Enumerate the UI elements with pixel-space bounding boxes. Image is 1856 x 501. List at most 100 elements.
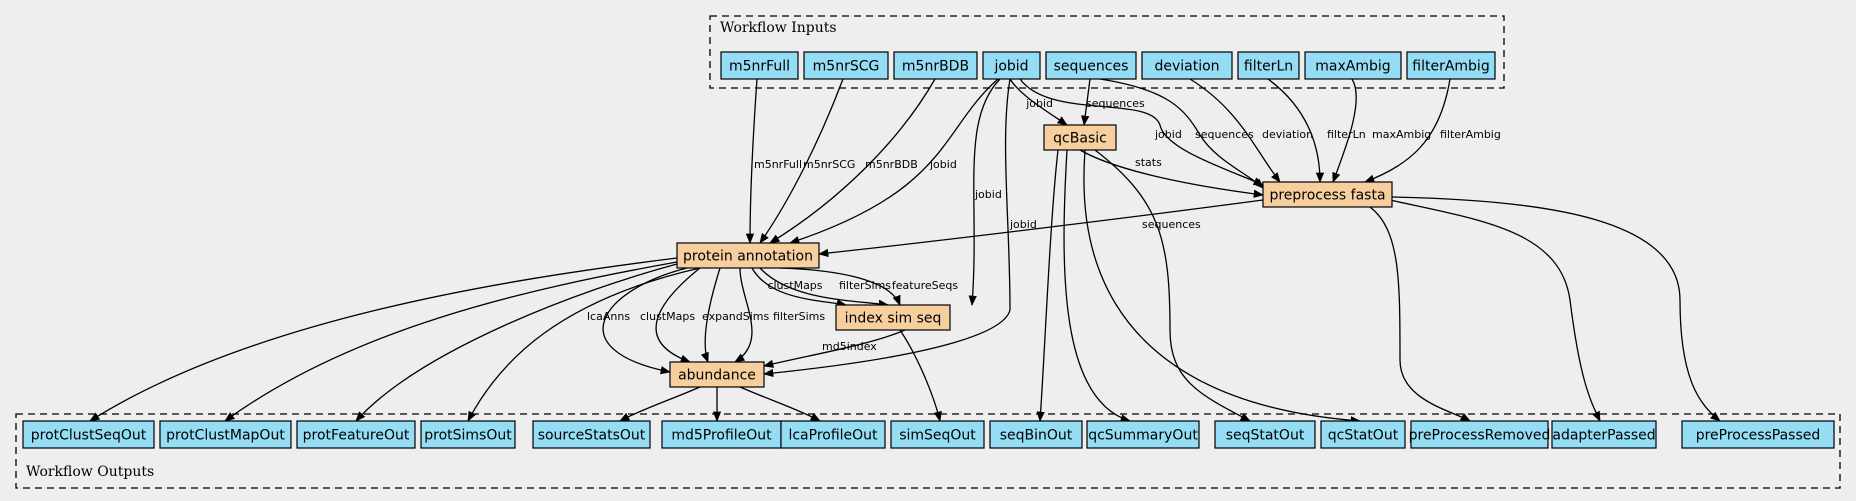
input-m5nr-full[interactable]: m5nrFull	[720, 51, 799, 80]
edge-protein-annotation-to-abundance	[700, 267, 721, 363]
edge-protein-annotation-to-prot-sims-out	[467, 267, 701, 422]
edge-label-stats: stats	[1135, 156, 1162, 169]
input-filter-ln[interactable]: filterLn	[1237, 51, 1300, 80]
output-prot-sims-out-label: protSimsOut	[424, 428, 512, 444]
edge-protein-annotation-to-index-sim-seq	[779, 267, 901, 306]
edge-label-jobid: jobid	[1154, 128, 1182, 141]
edge-protein-annotation-to-index-sim-seq	[759, 267, 890, 308]
abundance-step[interactable]: abundance	[669, 361, 765, 388]
protein-annotation-step-box	[676, 242, 820, 269]
edge-jobid-to-preprocess-fasta	[1019, 78, 1264, 186]
edge-preprocess-fasta-to-pre-process-passed	[1391, 196, 1721, 422]
edge-qc-basic-to-preprocess-fasta	[1079, 149, 1265, 198]
output-qc-summary-out-box	[1086, 420, 1200, 449]
input-jobid-box	[982, 51, 1041, 80]
edge-protein-annotation-to-index-sim-seq	[751, 267, 848, 308]
edge-protein-annotation-to-prot-feature-out	[355, 263, 678, 422]
output-prot-clust-map-out[interactable]: protClustMapOut	[159, 420, 292, 449]
output-prot-feature-out[interactable]: protFeatureOut	[296, 420, 416, 449]
edges-layer	[89, 78, 1721, 425]
input-jobid[interactable]: jobid	[982, 51, 1041, 80]
workflow-outputs-title: Workflow Outputs	[26, 464, 154, 480]
input-sequences[interactable]: sequences	[1045, 51, 1137, 80]
qc-basic-step-box	[1043, 124, 1117, 151]
input-filter-ambig[interactable]: filterAmbig	[1406, 51, 1496, 80]
output-pre-process-passed-box	[1681, 420, 1835, 449]
output-seq-stat-out[interactable]: seqStatOut	[1214, 420, 1316, 449]
output-qc-summary-out[interactable]: qcSummaryOut	[1086, 420, 1200, 449]
edge-label-jobid: jobid	[1009, 218, 1037, 231]
output-prot-clust-map-out-box	[159, 420, 292, 449]
output-md5-profile-out[interactable]: md5ProfileOut	[661, 420, 782, 449]
preprocess-fasta-step-box	[1262, 181, 1393, 208]
output-sim-seq-out-label: simSeqOut	[899, 428, 976, 444]
output-adapter-passed-label: adapterPassed	[1552, 428, 1655, 444]
output-prot-sims-out[interactable]: protSimsOut	[420, 420, 516, 449]
input-sequences-box	[1045, 51, 1137, 80]
edge-label-lca-anns: lcaAnns	[587, 310, 630, 323]
edge-label-filter-sims: filterSims	[839, 279, 891, 292]
edge-abundance-to-source-stats-out	[619, 386, 701, 422]
output-source-stats-out-box	[532, 420, 651, 449]
edge-label-clust-maps: clustMaps	[640, 310, 695, 323]
qc-basic-step[interactable]: qcBasic	[1043, 124, 1117, 151]
input-deviation[interactable]: deviation	[1141, 51, 1233, 80]
input-m5nr-scg-box	[803, 51, 889, 80]
input-max-ambig[interactable]: maxAmbig	[1304, 51, 1402, 80]
input-m5nr-bdb[interactable]: m5nrBDB	[893, 51, 978, 80]
output-prot-feature-out-label: protFeatureOut	[303, 428, 410, 444]
output-seq-bin-out-label: seqBinOut	[1000, 428, 1073, 444]
output-seq-bin-out-box	[989, 420, 1083, 449]
output-prot-clust-seq-out[interactable]: protClustSeqOut	[22, 420, 155, 449]
output-source-stats-out[interactable]: sourceStatsOut	[532, 420, 651, 449]
input-filter-ln-label: filterLn	[1244, 59, 1293, 75]
input-sequences-label: sequences	[1054, 59, 1129, 75]
edge-label-m5nr-bdb: m5nrBDB	[865, 158, 918, 171]
edge-filter-ambig-to-preprocess-fasta	[1364, 78, 1451, 183]
edge-label-m5nr-full: m5nrFull	[754, 158, 802, 171]
output-qc-summary-out-label: qcSummaryOut	[1088, 428, 1198, 444]
output-prot-clust-seq-out-box	[22, 420, 155, 449]
abundance-step-label: abundance	[678, 368, 756, 384]
input-filter-ln-box	[1237, 51, 1300, 80]
input-jobid-label: jobid	[993, 59, 1028, 75]
edge-abundance-to-lca-profile-out	[739, 386, 821, 422]
qc-basic-step-label: qcBasic	[1053, 131, 1107, 147]
edge-label-sequences: sequences	[1195, 128, 1254, 141]
edge-index-sim-seq-to-abundance	[762, 329, 906, 368]
edge-protein-annotation-to-abundance	[602, 267, 688, 375]
edge-label-sequences: sequences	[1142, 218, 1201, 231]
output-qc-stat-out[interactable]: qcStatOut	[1320, 420, 1406, 449]
output-lca-profile-out-label: lcaProfileOut	[788, 428, 878, 444]
index-sim-seq-step[interactable]: index sim seq	[835, 304, 951, 331]
edge-label-expand-sims: expandSims	[702, 310, 770, 323]
edge-preprocess-fasta-to-protein-annotation	[817, 199, 1264, 258]
output-md5-profile-out-box	[661, 420, 782, 449]
edge-jobid-to-protein-annotation	[789, 78, 999, 245]
output-seq-bin-out[interactable]: seqBinOut	[989, 420, 1083, 449]
input-filter-ambig-label: filterAmbig	[1412, 59, 1489, 75]
index-sim-seq-step-label: index sim seq	[845, 311, 942, 327]
edge-label-filter-ln: filterLn	[1327, 128, 1366, 141]
edge-max-ambig-to-preprocess-fasta	[1332, 78, 1357, 183]
edge-qc-basic-to-qc-summary-out	[1063, 149, 1131, 423]
output-pre-process-passed[interactable]: preProcessPassed	[1681, 420, 1835, 449]
edge-label-md5index: md5index	[822, 340, 877, 353]
output-pre-process-removed[interactable]: preProcessRemoved	[1409, 420, 1551, 449]
edge-protein-annotation-to-prot-clust-map-out	[224, 261, 678, 422]
output-pre-process-removed-box	[1410, 420, 1549, 449]
protein-annotation-step-label: protein annotation	[683, 249, 813, 265]
output-sim-seq-out[interactable]: simSeqOut	[890, 420, 985, 449]
protein-annotation-step[interactable]: protein annotation	[676, 242, 820, 269]
input-m5nr-full-label: m5nrFull	[729, 59, 790, 75]
input-m5nr-bdb-label: m5nrBDB	[902, 59, 969, 75]
input-m5nr-scg[interactable]: m5nrSCG	[803, 51, 889, 80]
output-lca-profile-out[interactable]: lcaProfileOut	[780, 420, 886, 449]
preprocess-fasta-step[interactable]: preprocess fasta	[1262, 181, 1393, 208]
edge-label-max-ambig: maxAmbig	[1372, 128, 1431, 141]
edge-qc-basic-to-qc-stat-out	[1083, 149, 1362, 425]
edge-filter-ln-to-preprocess-fasta	[1267, 78, 1325, 184]
output-adapter-passed[interactable]: adapterPassed	[1551, 420, 1657, 449]
